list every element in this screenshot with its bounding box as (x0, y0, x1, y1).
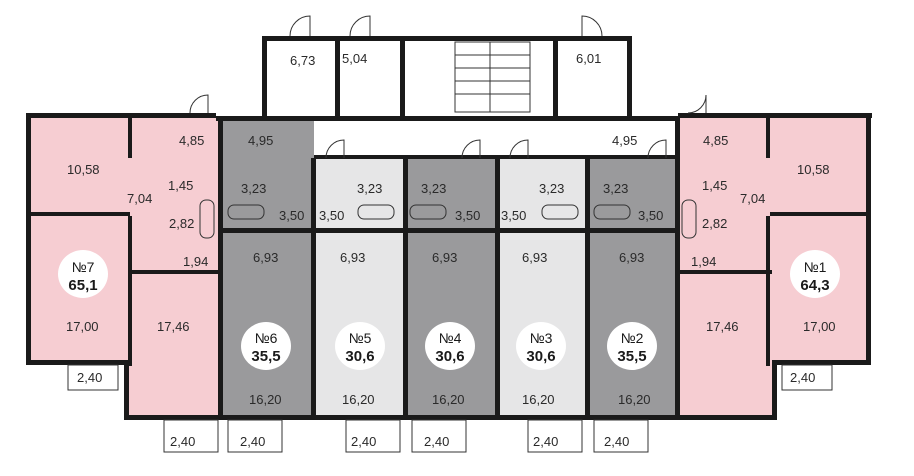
room-label: 3,23 (241, 181, 266, 196)
room-label: 3,50 (638, 208, 663, 223)
room-label: 17,00 (66, 319, 99, 334)
room-label: 6,93 (340, 250, 365, 265)
room-label: 6,73 (290, 53, 315, 68)
staircase (454, 41, 531, 113)
apartment-1-lower-fill (678, 270, 772, 415)
room-label: 16,20 (432, 392, 465, 407)
balconies (67, 364, 833, 453)
apartment-number: №6 (255, 330, 278, 346)
apartment-area: 35,5 (251, 348, 280, 365)
room-label: 2,40 (604, 434, 629, 449)
room-label: 17,46 (706, 319, 739, 334)
room-label: 1,45 (702, 178, 727, 193)
door-arcs (189, 15, 707, 159)
apartment-area: 35,5 (617, 348, 646, 365)
room-label: 4,95 (248, 133, 273, 148)
room-label: 3,23 (421, 181, 446, 196)
apartment-badge-6[interactable]: №6 35,5 (241, 322, 291, 370)
room-label: 2,40 (240, 434, 265, 449)
corridor (314, 120, 676, 158)
room-label: 3,50 (319, 208, 344, 223)
room-label: 3,23 (357, 181, 382, 196)
room-label: 2,40 (533, 434, 558, 449)
apartment-badge-7[interactable]: №7 65,1 (58, 250, 108, 298)
room-labels: 6,73 5,04 6,01 4,85 4,95 4,95 4,85 10,58… (66, 51, 836, 449)
room-label: 6,93 (522, 250, 547, 265)
room-label: 2,40 (351, 434, 376, 449)
room-label: 1,94 (183, 254, 208, 269)
room-label: 3,23 (539, 181, 564, 196)
room-label: 7,04 (740, 191, 765, 206)
room-label: 6,93 (619, 250, 644, 265)
room-label: 17,00 (803, 319, 836, 334)
apartment-badge-1[interactable]: №1 64,3 (790, 250, 840, 298)
room-label: 4,85 (703, 133, 728, 148)
room-label: 2,82 (702, 216, 727, 231)
room-label: 1,45 (168, 178, 193, 193)
room-label: 2,82 (169, 216, 194, 231)
apartment-area: 30,6 (435, 348, 464, 365)
room-label: 2,40 (77, 370, 102, 385)
room-label: 10,58 (797, 162, 830, 177)
apartment-4-fill (406, 158, 498, 415)
walls (26, 36, 872, 420)
room-label: 16,20 (342, 392, 375, 407)
room-label: 16,20 (249, 392, 282, 407)
apartment-number: №3 (530, 330, 553, 346)
bathtubs (199, 199, 697, 239)
room-label: 2,40 (170, 434, 195, 449)
apartment-3-fill (498, 158, 588, 415)
apartment-area: 30,6 (526, 348, 555, 365)
room-label: 17,46 (157, 319, 190, 334)
room-label: 3,50 (279, 208, 304, 223)
room-label: 6,93 (432, 250, 457, 265)
room-label: 3,50 (501, 208, 526, 223)
room-label: 3,23 (603, 181, 628, 196)
room-label: 6,93 (253, 250, 278, 265)
room-label: 1,94 (691, 254, 716, 269)
room-label: 6,01 (576, 51, 601, 66)
room-label: 4,95 (612, 133, 637, 148)
room-label: 2,40 (790, 370, 815, 385)
room-label: 16,20 (522, 392, 555, 407)
room-label: 3,50 (455, 208, 480, 223)
apartment-badge-3[interactable]: №3 30,6 (516, 322, 566, 370)
apartment-area: 65,1 (68, 277, 97, 294)
apartment-area: 64,3 (800, 277, 829, 294)
room-label: 2,40 (424, 434, 449, 449)
apartment-area: 30,6 (345, 348, 374, 365)
apartment-2-fill (588, 158, 676, 415)
room-label: 4,85 (179, 133, 204, 148)
apartment-6-fill (222, 120, 314, 415)
apartment-number: №7 (72, 259, 95, 275)
room-label: 16,20 (618, 392, 651, 407)
apartment-badge-4[interactable]: №4 30,6 (425, 322, 475, 370)
apartment-5-fill (314, 158, 406, 415)
apartment-number: №1 (804, 259, 827, 275)
room-label: 7,04 (127, 191, 152, 206)
room-label: 10,58 (67, 162, 100, 177)
apartment-7-lower-fill (128, 270, 220, 415)
apartment-number: №5 (349, 330, 372, 346)
apartment-number: №2 (621, 330, 644, 346)
apartment-badge-5[interactable]: №5 30,6 (335, 322, 385, 370)
apartment-number: №4 (439, 330, 462, 346)
apartment-badge-2[interactable]: №2 35,5 (607, 322, 657, 370)
room-label: 5,04 (342, 51, 367, 66)
